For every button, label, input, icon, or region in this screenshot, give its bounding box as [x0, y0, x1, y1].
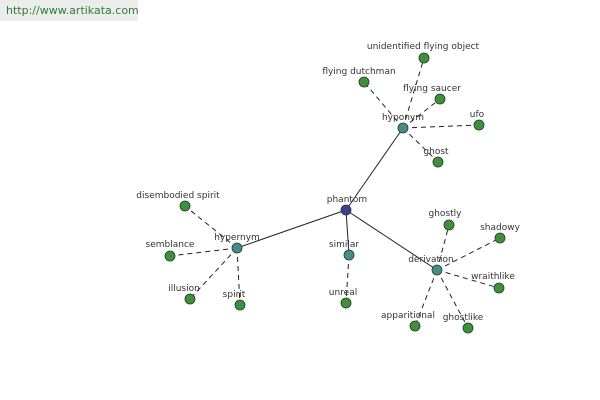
site-link[interactable]: http://www.artikata.com: [6, 4, 139, 17]
edge-derivation-shadowy: [436, 237, 501, 271]
edge-phantom-derivation: [345, 209, 438, 271]
node-illusion[interactable]: [184, 293, 196, 305]
node-phantom[interactable]: [340, 204, 352, 216]
label-disembodied-spirit[interactable]: disembodied spirit: [136, 191, 220, 201]
edge-hyponym-ufo: [402, 124, 480, 129]
edge-phantom-similar: [345, 209, 350, 256]
label-ghostly[interactable]: ghostly: [429, 209, 463, 219]
label-flying-saucer[interactable]: flying saucer: [403, 84, 461, 94]
node-ghostlike[interactable]: [462, 322, 474, 334]
edge-hyponym-flying-saucer: [402, 98, 441, 129]
node-flying-saucer[interactable]: [434, 93, 446, 105]
edge-similar-unreal: [345, 254, 350, 304]
node-shadowy[interactable]: [494, 232, 506, 244]
node-derivation[interactable]: [431, 264, 443, 276]
label-wraithlike[interactable]: wraithlike: [471, 272, 515, 282]
node-ghostly[interactable]: [443, 219, 455, 231]
node-similar[interactable]: [343, 249, 355, 261]
edge-derivation-apparitional: [414, 269, 438, 327]
node-hypernym[interactable]: [231, 242, 243, 254]
label-ghost[interactable]: ghost: [423, 147, 449, 157]
edge-hypernym-spirit: [236, 247, 241, 306]
label-semblance[interactable]: semblance: [146, 240, 195, 250]
edge-derivation-ghostlike: [436, 269, 469, 329]
label-shadowy[interactable]: shadowy: [480, 223, 520, 233]
label-ufo[interactable]: ufo: [470, 110, 485, 120]
node-unidentified-flying-object[interactable]: [418, 52, 430, 64]
edge-hyponym-ghost: [402, 127, 439, 163]
node-semblance[interactable]: [164, 250, 176, 262]
node-spirit[interactable]: [234, 299, 246, 311]
node-ufo[interactable]: [473, 119, 485, 131]
node-flying-dutchman[interactable]: [358, 76, 370, 88]
node-apparitional[interactable]: [409, 320, 421, 332]
label-illusion[interactable]: illusion: [168, 284, 200, 294]
node-ghost[interactable]: [432, 156, 444, 168]
edge-derivation-wraithlike: [436, 269, 500, 289]
label-spirit[interactable]: spirit: [223, 290, 246, 300]
label-apparitional[interactable]: apparitional: [381, 311, 435, 321]
node-disembodied-spirit[interactable]: [179, 200, 191, 212]
edge-hyponym-unidentified-flying-object: [402, 57, 425, 129]
label-unidentified-flying-object[interactable]: unidentified flying object: [367, 42, 480, 52]
label-similar[interactable]: similar: [329, 240, 359, 250]
node-hyponym[interactable]: [397, 122, 409, 134]
label-ghostlike[interactable]: ghostlike: [443, 313, 484, 323]
edge-hypernym-semblance: [169, 247, 238, 257]
label-hypernym[interactable]: hypernym: [214, 233, 260, 243]
label-unreal[interactable]: unreal: [329, 288, 357, 298]
label-flying-dutchman[interactable]: flying dutchman: [322, 67, 395, 77]
edge-hyponym-flying-dutchman: [363, 81, 404, 129]
edge-hypernym-illusion: [189, 247, 238, 300]
label-derivation[interactable]: derivation: [408, 255, 454, 265]
url-bar: http://www.artikata.com: [0, 0, 139, 21]
label-phantom[interactable]: phantom: [327, 195, 367, 205]
edge-derivation-ghostly: [436, 224, 450, 271]
node-wraithlike[interactable]: [493, 282, 505, 294]
edge-phantom-hypernym: [236, 209, 347, 249]
edge-phantom-hyponym: [345, 127, 404, 211]
edge-hypernym-disembodied-spirit: [184, 205, 238, 249]
label-hyponym[interactable]: hyponym: [382, 113, 424, 123]
node-unreal[interactable]: [340, 297, 352, 309]
